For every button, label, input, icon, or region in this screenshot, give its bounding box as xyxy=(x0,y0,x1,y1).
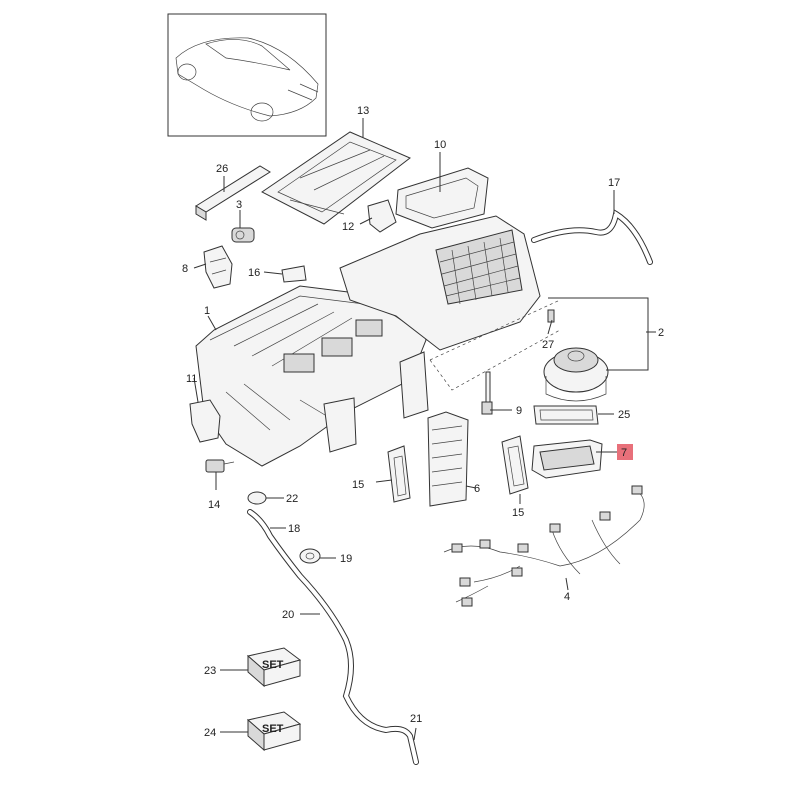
callout-21[interactable]: 21 xyxy=(410,713,422,725)
set-label-24: SET xyxy=(262,723,284,735)
callout-27[interactable]: 27 xyxy=(542,339,554,351)
part-16-clip[interactable] xyxy=(281,265,307,283)
part-24-set-box[interactable]: SET xyxy=(246,711,302,752)
callout-15-right[interactable]: 15 xyxy=(512,507,524,519)
callout-10[interactable]: 10 xyxy=(434,139,446,151)
part-1-heater-housing[interactable] xyxy=(195,285,429,467)
part-17-drain-hose[interactable] xyxy=(531,209,653,265)
callout-16[interactable]: 16 xyxy=(248,267,260,279)
callout-2[interactable]: 2 xyxy=(658,327,664,339)
vehicle-thumbnail xyxy=(167,13,327,137)
part-15-gasket-left[interactable] xyxy=(387,445,411,503)
part-13-filter-frame[interactable] xyxy=(261,131,411,225)
callout-13[interactable]: 13 xyxy=(357,105,369,117)
callout-12[interactable]: 12 xyxy=(342,221,354,233)
part-26-cover-strip[interactable] xyxy=(195,165,271,221)
callout-6[interactable]: 6 xyxy=(474,483,480,495)
part-23-set-box[interactable]: SET xyxy=(246,647,302,688)
part-12-actuator[interactable] xyxy=(367,199,397,233)
callout-8[interactable]: 8 xyxy=(182,263,188,275)
part-8-actuator[interactable] xyxy=(203,245,233,289)
callout-25[interactable]: 25 xyxy=(618,409,630,421)
callout-1[interactable]: 1 xyxy=(204,305,210,317)
callout-4[interactable]: 4 xyxy=(564,591,570,603)
part-2-blower-motor[interactable] xyxy=(543,347,609,402)
callout-11[interactable]: 11 xyxy=(186,373,197,385)
callout-22[interactable]: 22 xyxy=(286,493,298,505)
part-19-grommet[interactable] xyxy=(299,548,321,564)
part-22-clamp[interactable] xyxy=(247,491,267,505)
part-15-gasket-right[interactable] xyxy=(501,435,529,495)
callout-3[interactable]: 3 xyxy=(236,199,242,211)
callout-26[interactable]: 26 xyxy=(216,163,228,175)
leader-lines xyxy=(193,118,656,741)
callout-18[interactable]: 18 xyxy=(288,523,300,535)
callout-14[interactable]: 14 xyxy=(208,499,220,511)
callout-19[interactable]: 19 xyxy=(340,553,352,565)
blower-housing[interactable] xyxy=(339,215,541,351)
part-9-temp-sensor[interactable] xyxy=(481,371,493,415)
callout-24[interactable]: 24 xyxy=(204,727,216,739)
part-6-heater-core[interactable] xyxy=(427,411,469,507)
highlight-7 xyxy=(617,444,633,460)
callout-15-left[interactable]: 15 xyxy=(352,479,364,491)
part-4-wiring-harness[interactable] xyxy=(443,485,645,607)
part-27-plug[interactable] xyxy=(547,309,555,323)
part-7-cabin-filter[interactable] xyxy=(531,439,603,479)
callout-23[interactable]: 23 xyxy=(204,665,216,677)
part-25-filter[interactable] xyxy=(533,405,599,425)
part-10-gasket[interactable] xyxy=(395,167,489,229)
callout-7[interactable]: 7 xyxy=(621,447,627,459)
part-14-connector[interactable] xyxy=(205,459,235,473)
callout-17[interactable]: 17 xyxy=(608,177,620,189)
callout-20[interactable]: 20 xyxy=(282,609,294,621)
part-20-drain-tube[interactable] xyxy=(247,509,419,765)
part-3-sensor[interactable] xyxy=(231,227,255,243)
callout-9[interactable]: 9 xyxy=(516,405,522,417)
callout-labels: 13 10 26 17 3 12 8 16 1 2 27 11 9 25 7 1… xyxy=(182,105,664,739)
part-11-actuator[interactable] xyxy=(189,399,221,443)
set-label-23: SET xyxy=(262,659,284,671)
